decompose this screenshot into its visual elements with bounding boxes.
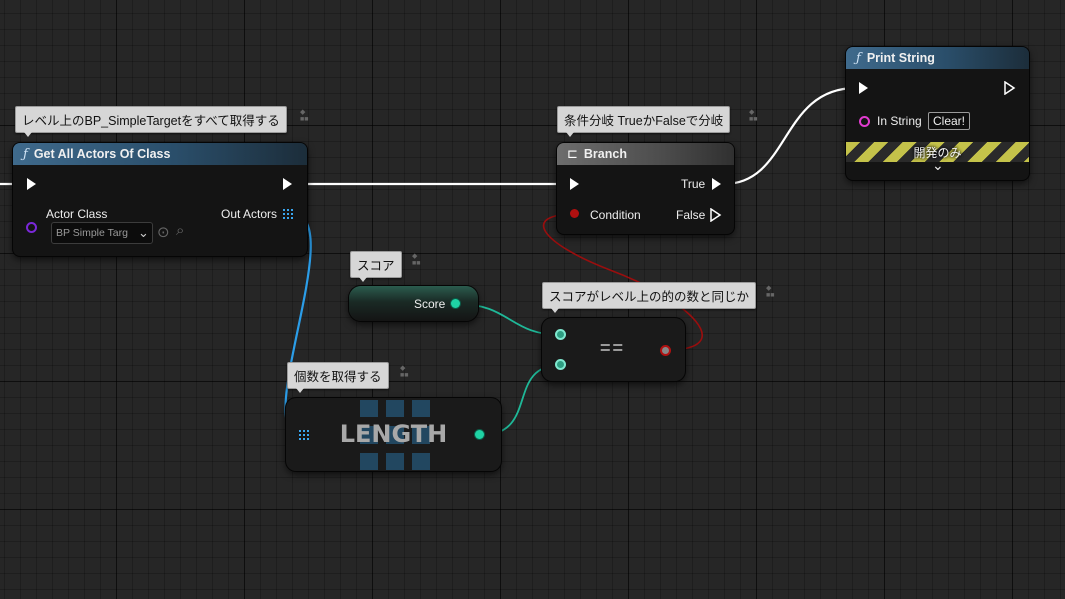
out-actors-label: Out Actors	[221, 207, 278, 221]
comment-pin-icon: ◆■■	[412, 253, 421, 267]
comment-text: 条件分岐 TrueかFalseで分岐	[564, 114, 724, 128]
actor-class-value: BP Simple Targ	[56, 227, 128, 239]
comment-score[interactable]: スコア	[350, 251, 402, 282]
node-title: Get All Actors Of Class	[33, 147, 171, 161]
chevron-down-icon: ⌄	[138, 225, 149, 240]
comment-branch[interactable]: 条件分岐 TrueかFalseで分岐	[557, 106, 731, 137]
get-all-actors-of-class-node[interactable]: ƒ Get All Actors Of Class Actor Class BP…	[13, 143, 307, 256]
node-header[interactable]: ⊏ Branch	[557, 143, 734, 165]
score-label: Score	[414, 297, 446, 311]
expand-chevron-icon[interactable]: ⌄	[932, 157, 944, 173]
length-label: LENGTH	[339, 420, 448, 448]
true-exec-pin[interactable]	[712, 178, 721, 190]
exec-in-pin[interactable]	[570, 178, 579, 190]
use-selected-icon[interactable]: ⊙	[157, 224, 170, 241]
node-title: Branch	[583, 147, 627, 161]
development-only-banner: 開発のみ	[846, 142, 1029, 162]
node-header[interactable]: ƒ Print String	[846, 47, 1029, 69]
comment-text: スコア	[357, 259, 395, 273]
exec-out-pin[interactable]	[1004, 81, 1016, 95]
length-output-pin[interactable]	[475, 430, 484, 439]
actor-class-dropdown[interactable]: BP Simple Targ ⌄	[51, 222, 153, 244]
in-string-pin[interactable]	[859, 116, 870, 127]
exec-wire-true-to-print	[723, 86, 857, 186]
node-header[interactable]: ƒ Get All Actors Of Class	[13, 143, 307, 165]
comment-pin-icon: ◆■■	[400, 365, 409, 379]
array-watermark-icon	[360, 400, 430, 470]
condition-pin[interactable]	[570, 209, 579, 218]
true-label: True	[681, 177, 706, 191]
branch-icon: ⊏	[567, 146, 578, 161]
comment-text: 個数を取得する	[294, 370, 382, 384]
false-exec-pin[interactable]	[710, 208, 722, 222]
length-array-input-pin[interactable]	[299, 430, 309, 440]
score-output-pin[interactable]	[451, 299, 460, 308]
actor-class-pin[interactable]	[26, 222, 37, 233]
equals-input-b-pin[interactable]	[555, 359, 566, 370]
comment-length[interactable]: 個数を取得する	[287, 362, 389, 393]
comment-equals[interactable]: スコアがレベル上の的の数と同じか	[542, 282, 757, 313]
comment-text: スコアがレベル上の的の数と同じか	[549, 290, 750, 304]
equals-output-pin[interactable]	[660, 345, 671, 356]
equals-node[interactable]: ==	[542, 318, 685, 381]
comment-pin-icon: ◆■■	[300, 109, 309, 123]
condition-label: Condition	[590, 208, 641, 222]
in-string-label: In String	[877, 114, 922, 128]
node-title: Print String	[866, 51, 935, 65]
exec-in-pin[interactable]	[859, 82, 868, 94]
function-icon: ƒ	[23, 146, 28, 162]
in-string-value: Clear!	[933, 114, 966, 128]
browse-icon[interactable]: ⌕	[176, 222, 185, 239]
score-variable-node[interactable]: Score	[349, 286, 478, 321]
exec-out-pin[interactable]	[283, 178, 292, 190]
branch-node[interactable]: ⊏ Branch True Condition False	[557, 143, 734, 234]
actor-class-label: Actor Class	[46, 207, 108, 221]
comment-pin-icon: ◆■■	[749, 109, 758, 123]
in-string-input[interactable]: Clear!	[928, 112, 971, 130]
length-node[interactable]: LENGTH	[286, 398, 501, 471]
comment-text: レベル上のBP_SimpleTargetをすべて取得する	[22, 114, 280, 128]
exec-in-pin[interactable]	[27, 178, 36, 190]
comment-pin-icon: ◆■■	[766, 285, 775, 299]
development-only-label: 開発のみ	[913, 146, 962, 160]
equals-input-a-pin[interactable]	[555, 329, 566, 340]
out-actors-array-pin[interactable]	[283, 209, 293, 219]
function-icon: ƒ	[856, 50, 861, 66]
equals-operator-label: ==	[600, 338, 626, 358]
false-label: False	[676, 208, 706, 222]
comment-get-actors[interactable]: レベル上のBP_SimpleTargetをすべて取得する	[15, 106, 287, 137]
print-string-node[interactable]: ƒ Print String In String Clear! 開発のみ ⌄	[846, 47, 1029, 180]
